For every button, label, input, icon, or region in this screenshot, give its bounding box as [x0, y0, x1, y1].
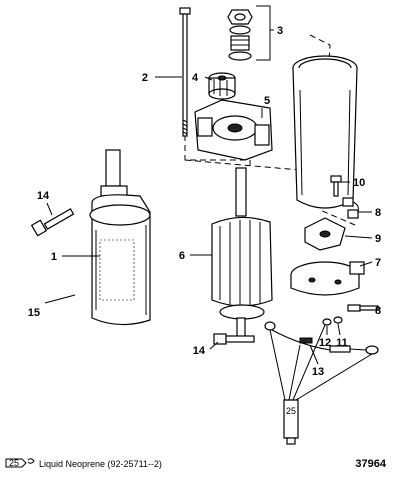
mounting-bolt-bottom	[213, 333, 255, 345]
pinion-gear	[208, 72, 236, 100]
callout-9: 9	[375, 233, 381, 245]
callout-8-upper: 8	[375, 207, 381, 219]
callout-14-bottom: 14	[193, 345, 206, 357]
callout-1: 1	[51, 251, 57, 263]
leader-lines	[44, 29, 373, 365]
frame-housing	[292, 55, 358, 209]
callout-2: 2	[142, 72, 148, 84]
mounting-bolt-left	[30, 208, 75, 237]
callout-3: 3	[277, 25, 283, 37]
armature	[211, 167, 273, 339]
callout-8-lower: 8	[375, 305, 381, 317]
drive-nut-spring-stack	[227, 5, 271, 61]
drive-end-cap	[194, 99, 273, 161]
brush-set-upper	[342, 197, 359, 219]
neoprene-tube: 25	[269, 324, 373, 445]
tube-label: 25	[286, 406, 296, 416]
callout-15: 15	[28, 307, 40, 319]
callout-5: 5	[264, 95, 270, 107]
callout-13: 13	[312, 366, 324, 378]
callout-labels: 2 4 3 5 14 1 15 6 10 8 9 7 8 11 12 13 14	[28, 25, 381, 378]
starter-motor-assembly	[89, 149, 151, 326]
neoprene-tube-icon	[27, 458, 35, 464]
brush-screw	[330, 175, 342, 197]
legend-text: Liquid Neoprene (92-25711--2)	[39, 459, 162, 469]
callout-6: 6	[179, 250, 185, 262]
figure-number: 37964	[355, 458, 386, 470]
callout-14-left: 14	[37, 190, 50, 202]
legend-badge: 25	[9, 458, 19, 468]
callout-11: 11	[336, 337, 348, 349]
callout-7: 7	[375, 257, 381, 269]
brush-plate	[304, 217, 346, 251]
callout-12: 12	[319, 337, 331, 349]
commutator-end-cap	[290, 261, 365, 296]
callout-4: 4	[192, 72, 199, 84]
callout-10: 10	[353, 177, 365, 189]
legend: 25 Liquid Neoprene (92-25711--2)	[5, 458, 162, 469]
through-bolt	[179, 7, 191, 137]
terminal-hardware	[322, 304, 379, 326]
